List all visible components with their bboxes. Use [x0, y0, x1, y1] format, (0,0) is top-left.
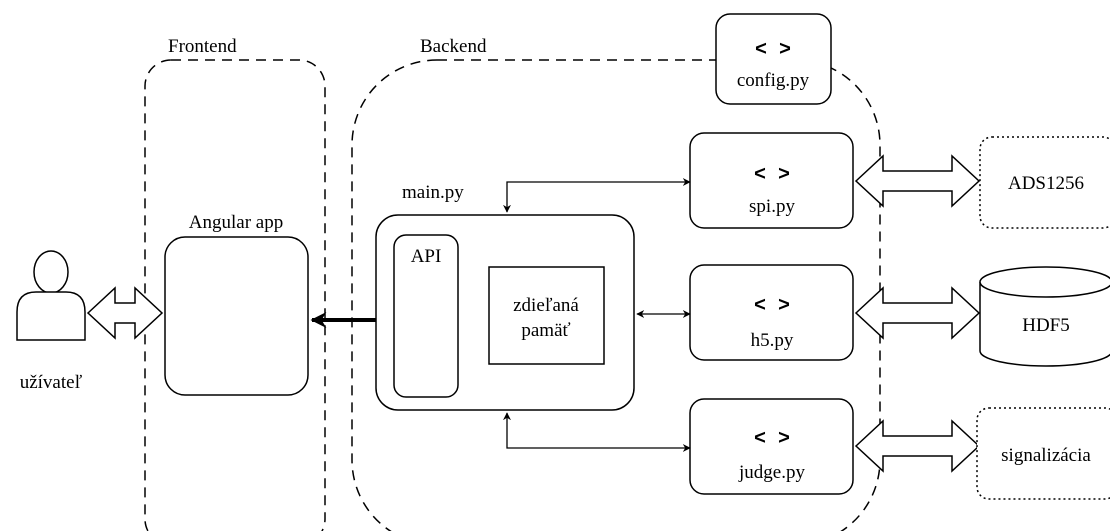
- shared-memory-label-line1: zdieľaná: [513, 295, 579, 316]
- config-py-module: < > config.py: [715, 13, 832, 105]
- shared-memory-box: [488, 266, 605, 365]
- spi-py-label: spi.py: [749, 196, 795, 217]
- hdf5-storage: HDF5: [979, 266, 1110, 367]
- spi-py-module: < > spi.py: [689, 132, 854, 229]
- main-py-block: main.py API zdieľaná pamäť: [375, 182, 635, 411]
- person-icon: [16, 250, 86, 341]
- angular-app-block: Angular app: [164, 212, 309, 396]
- api-box: [393, 234, 459, 398]
- user-actor: užívateľ: [16, 250, 86, 393]
- shared-memory-label-line2: pamäť: [521, 320, 570, 341]
- judge-signal-arrow: [854, 419, 981, 473]
- code-icon: < >: [754, 295, 790, 318]
- user-angular-arrow: [86, 286, 164, 340]
- signal-box: [976, 407, 1110, 500]
- ads1256-label: ADS1256: [1008, 173, 1084, 194]
- frontend-label: Frontend: [168, 36, 237, 57]
- spi-ads-arrow: [854, 154, 981, 208]
- backend-label: Backend: [420, 36, 487, 57]
- ads1256-box: [979, 136, 1110, 229]
- user-label: užívateľ: [20, 372, 83, 393]
- main-py-label: main.py: [402, 182, 464, 203]
- signal-device: signalizácia: [976, 407, 1110, 500]
- code-icon: < >: [754, 164, 790, 187]
- hdf5-label: HDF5: [1022, 315, 1070, 336]
- main-spi-connector: [503, 178, 691, 213]
- database-icon: [979, 282, 1110, 367]
- judge-py-module: < > judge.py: [689, 398, 854, 495]
- signal-label: signalizácia: [1001, 445, 1091, 466]
- config-py-box: [715, 13, 832, 105]
- code-icon: < >: [755, 39, 791, 62]
- code-icon: < >: [754, 428, 790, 451]
- ads1256-device: ADS1256: [979, 136, 1110, 229]
- database-icon-top: [979, 266, 1110, 298]
- angular-app-box: [164, 236, 309, 396]
- angular-app-label: Angular app: [189, 212, 283, 233]
- h5-py-module: < > h5.py: [689, 264, 854, 361]
- h5-hdf-arrow: [854, 286, 981, 340]
- config-py-label: config.py: [737, 70, 810, 91]
- api-label: API: [411, 246, 442, 267]
- judge-py-label: judge.py: [738, 462, 805, 483]
- main-judge-connector: [503, 412, 691, 452]
- h5-py-label: h5.py: [751, 330, 794, 351]
